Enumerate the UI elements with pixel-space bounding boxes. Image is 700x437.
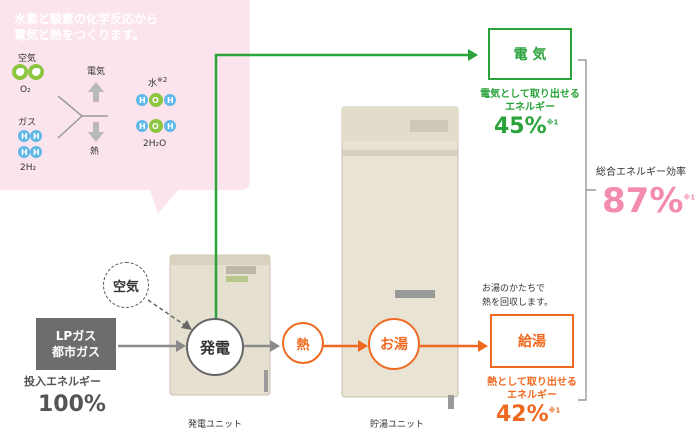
- total-efficiency-note: ※1: [683, 193, 696, 202]
- gas-label: ガス: [18, 118, 37, 128]
- o-atom-label-2: O: [34, 67, 41, 76]
- water-label-text: 水: [148, 79, 158, 89]
- arrow-up-icon: [88, 82, 104, 102]
- hot-water-flow-arrowhead: [478, 340, 488, 352]
- explanation-bubble: [0, 0, 250, 214]
- hot-water-value-text: 42%: [496, 402, 549, 427]
- air-flow-line: [147, 299, 187, 327]
- svg-text:O: O: [152, 122, 159, 131]
- svg-text:H: H: [21, 132, 28, 141]
- electricity-flow-arrowhead: [468, 49, 478, 61]
- total-efficiency-label: 総合エネルギー効率: [596, 167, 686, 178]
- air-flow-arrowhead: [181, 320, 192, 330]
- hot-water-desc-line2: エネルギー: [507, 390, 557, 401]
- power-to-heat-arrowhead: [270, 340, 280, 352]
- reaction-branch-lines: [57, 95, 108, 139]
- electricity-flow-line: [214, 53, 470, 328]
- heat-reaction-label: 熱: [90, 147, 100, 157]
- electricity-box: 電 気: [488, 28, 572, 80]
- hot-water-note: お湯のかたちで 熱を回収します。: [482, 282, 553, 310]
- heat-circle: 熱: [282, 322, 324, 364]
- storage-unit-label: 貯湯ユニット: [370, 420, 425, 430]
- power-unit-label: 発電ユニット: [188, 420, 243, 430]
- water-note: ※2: [157, 76, 168, 84]
- hot-water-storage-unit-image: [341, 106, 459, 409]
- arrow-down-icon: [88, 122, 104, 142]
- hot-water-note-mark: ※1: [548, 406, 561, 415]
- bubble-title-line2: 電気と熱をつくります。: [14, 28, 145, 42]
- input-energy-label: 投入エネルギー: [24, 375, 101, 388]
- h2o-formula: 2H₂O: [143, 139, 167, 149]
- svg-text:O: O: [152, 96, 159, 105]
- svg-text:H: H: [167, 122, 174, 131]
- svg-text:H: H: [33, 148, 40, 157]
- h2-formula: 2H₂: [20, 163, 37, 173]
- fuel-line2: 都市ガス: [51, 345, 100, 359]
- fuel-input-box: LPガス 都市ガス: [36, 318, 116, 370]
- svg-text:H: H: [139, 122, 146, 131]
- svg-text:H: H: [139, 96, 146, 105]
- electricity-note: ※1: [546, 118, 559, 127]
- electricity-description: 電気として取り出せる エネルギー: [468, 88, 592, 114]
- hot-water-circle: お湯: [368, 318, 420, 370]
- hot-water-value: 42%※1: [496, 404, 560, 426]
- o2-formula: O₂: [20, 85, 31, 95]
- electricity-reaction-label: 電気: [87, 67, 106, 77]
- electricity-value: 45%※1: [494, 116, 558, 138]
- electricity-desc-line2: エネルギー: [505, 102, 555, 113]
- total-efficiency-bracket: [578, 59, 596, 401]
- air-label: 空気: [18, 54, 37, 64]
- total-efficiency-value: 87%※1: [602, 184, 695, 218]
- power-generation-circle: 発電: [186, 318, 244, 376]
- bubble-title-line1: 水素と酸素の化学反応から: [14, 12, 159, 26]
- hot-water-description: 熱として取り出せる エネルギー: [470, 376, 594, 402]
- hot-water-note-line1: お湯のかたちで: [482, 284, 546, 294]
- svg-text:H: H: [167, 96, 174, 105]
- o-atom-label-1: O: [18, 67, 25, 76]
- hot-water-supply-box: 給湯: [490, 314, 574, 368]
- svg-text:H: H: [21, 148, 28, 157]
- electricity-desc-line1: 電気として取り出せる: [480, 89, 580, 100]
- total-efficiency-value-text: 87%: [602, 181, 684, 221]
- electricity-value-text: 45%: [494, 114, 547, 139]
- input-flow-arrowhead: [176, 340, 186, 352]
- oxygen-molecule-icon: [12, 64, 44, 80]
- air-circle: 空気: [103, 262, 149, 308]
- fuel-line1: LPガス: [55, 329, 97, 343]
- hot-water-desc-line1: 熱として取り出せる: [487, 377, 577, 388]
- heat-flow-arrowhead: [358, 340, 368, 352]
- svg-text:H: H: [33, 132, 40, 141]
- water-label: 水※2: [148, 77, 167, 89]
- bubble-title: 水素と酸素の化学反応から 電気と熱をつくります。: [14, 11, 158, 43]
- input-energy-value: 100%: [38, 392, 106, 417]
- hot-water-note-line2: 熱を回収します。: [482, 298, 554, 308]
